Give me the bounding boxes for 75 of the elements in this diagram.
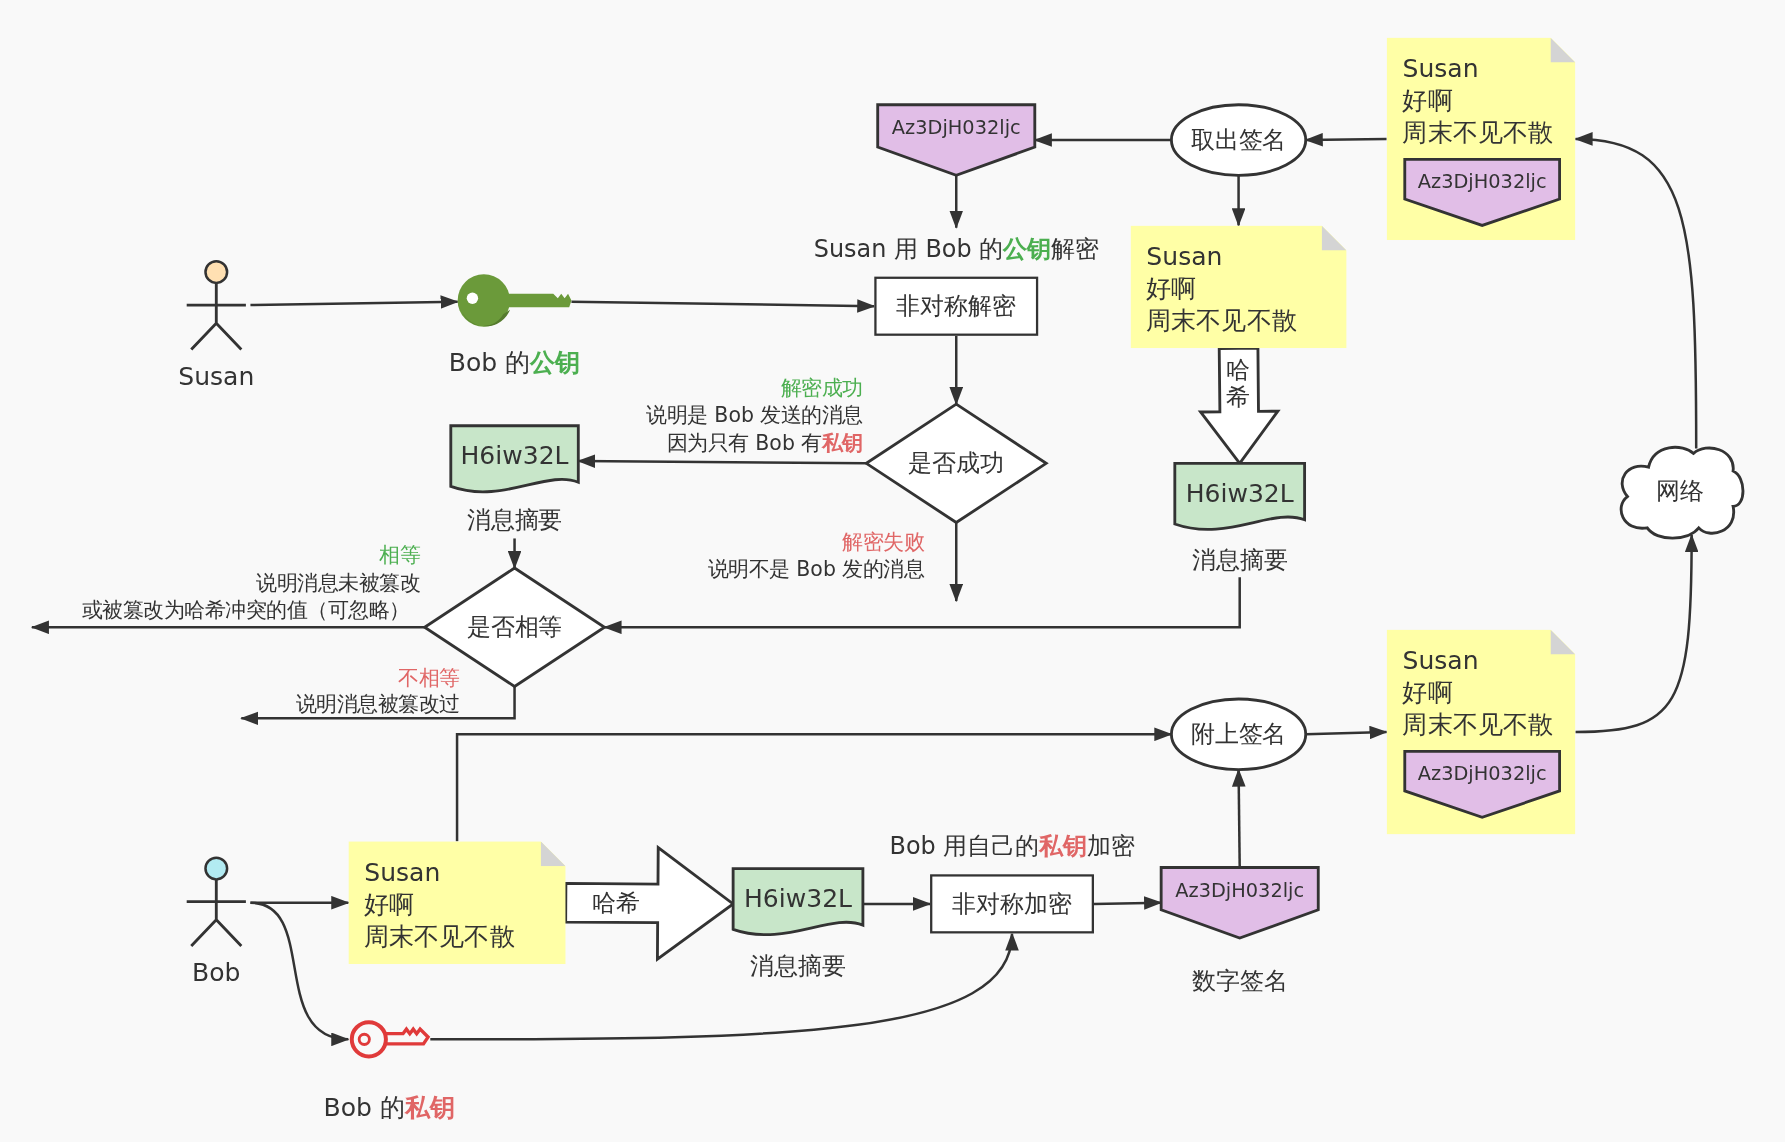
signature-tag: [1404, 751, 1560, 818]
signature-tag: [877, 104, 1035, 176]
node-text: H6iw32L: [460, 441, 569, 470]
edge-label: 哈希: [592, 888, 641, 918]
node-text: 非对称解密: [896, 291, 1016, 322]
arrow: [1305, 725, 1388, 740]
note-text: 周末不见不散: [1402, 117, 1553, 149]
note-text: 好啊: [1402, 85, 1453, 117]
arrow: [1575, 533, 1699, 734]
decision-diamond: [866, 404, 1047, 523]
arrow: [30, 620, 425, 635]
annotation: 说明不是 Bob 发的消息: [707, 556, 925, 582]
annotation: 说明消息未被篡改: [256, 570, 421, 596]
annotation: 相等: [379, 543, 421, 569]
signature-tag: [1404, 159, 1560, 226]
node-label: 数字签名: [1191, 966, 1288, 997]
arrow: [250, 901, 350, 1044]
note-text: Susan: [364, 857, 441, 889]
annotation: 解密失败: [842, 529, 925, 555]
node-text: 是否相等: [466, 612, 563, 643]
arrow: [250, 295, 459, 309]
node-label: 消息摘要: [1191, 545, 1288, 575]
sticky-note: [348, 841, 566, 965]
node-label: Susan 用 Bob 的公钥解密: [813, 234, 1099, 265]
actor-label: Susan: [178, 362, 255, 392]
annotation: 说明消息被篡改过: [296, 692, 460, 718]
process-ellipse: [1171, 104, 1306, 176]
node-text: 附上签名: [1190, 719, 1287, 750]
arrow: [949, 335, 964, 406]
note-text: 周末不见不散: [1402, 709, 1553, 741]
arrow: [1574, 133, 1698, 449]
node-text: Az3DjH032ljc: [891, 116, 1021, 140]
edge-label: 哈希: [1226, 355, 1252, 411]
process-ellipse: [1171, 698, 1306, 770]
node-text: Az3DjH032ljc: [1175, 879, 1305, 902]
arrow: [507, 538, 522, 570]
arrow: [250, 895, 350, 910]
arrow: [862, 897, 932, 911]
arrow: [240, 686, 516, 726]
sticky-note: [1130, 225, 1347, 349]
annotation: 解密成功: [780, 375, 863, 401]
key-label: Bob 的私钥: [323, 1092, 456, 1123]
note-text: 周末不见不散: [364, 921, 515, 953]
annotation: 说明是 Bob 发送的消息: [646, 403, 863, 429]
node-text: 网络: [1656, 476, 1705, 507]
note-text: 好啊: [1146, 273, 1197, 305]
node-text: H6iw32L: [744, 884, 853, 913]
arrow: [571, 299, 876, 313]
node-text: 是否成功: [908, 448, 1005, 479]
node-text: Az3DjH032ljc: [1417, 169, 1547, 193]
arrow: [430, 932, 1016, 1041]
node-text: Az3DjH032ljc: [1417, 761, 1547, 785]
arrow: [949, 522, 964, 603]
annotation: 因为只有 Bob 有私钥: [666, 430, 863, 456]
node-text: H6iw32L: [1185, 479, 1294, 508]
arrow: [1231, 175, 1246, 227]
node-text: 取出签名: [1190, 125, 1287, 156]
note-text: 好啊: [364, 889, 415, 921]
note-text: Susan: [1402, 645, 1479, 678]
note-text: 好啊: [1402, 677, 1453, 709]
note-text: Susan: [1402, 53, 1479, 86]
arrow: [949, 175, 964, 229]
node-label: 消息摘要: [750, 951, 846, 982]
node-label: 消息摘要: [466, 505, 563, 536]
actor-label: Bob: [192, 958, 241, 989]
sticky-note: [1386, 629, 1576, 835]
node-text: 非对称加密: [952, 889, 1072, 920]
sticky-note: [1386, 37, 1576, 241]
node-label: Bob 用自己的私钥加密: [889, 831, 1135, 861]
key-label: Bob 的公钥: [448, 348, 581, 378]
annotation: 或被篡改为哈希冲突的值（可忽略）: [81, 597, 410, 623]
note-text: 周末不见不散: [1146, 305, 1297, 337]
annotation: 不相等: [398, 665, 460, 691]
note-text: Susan: [1146, 241, 1223, 273]
arrow: [603, 577, 1241, 635]
